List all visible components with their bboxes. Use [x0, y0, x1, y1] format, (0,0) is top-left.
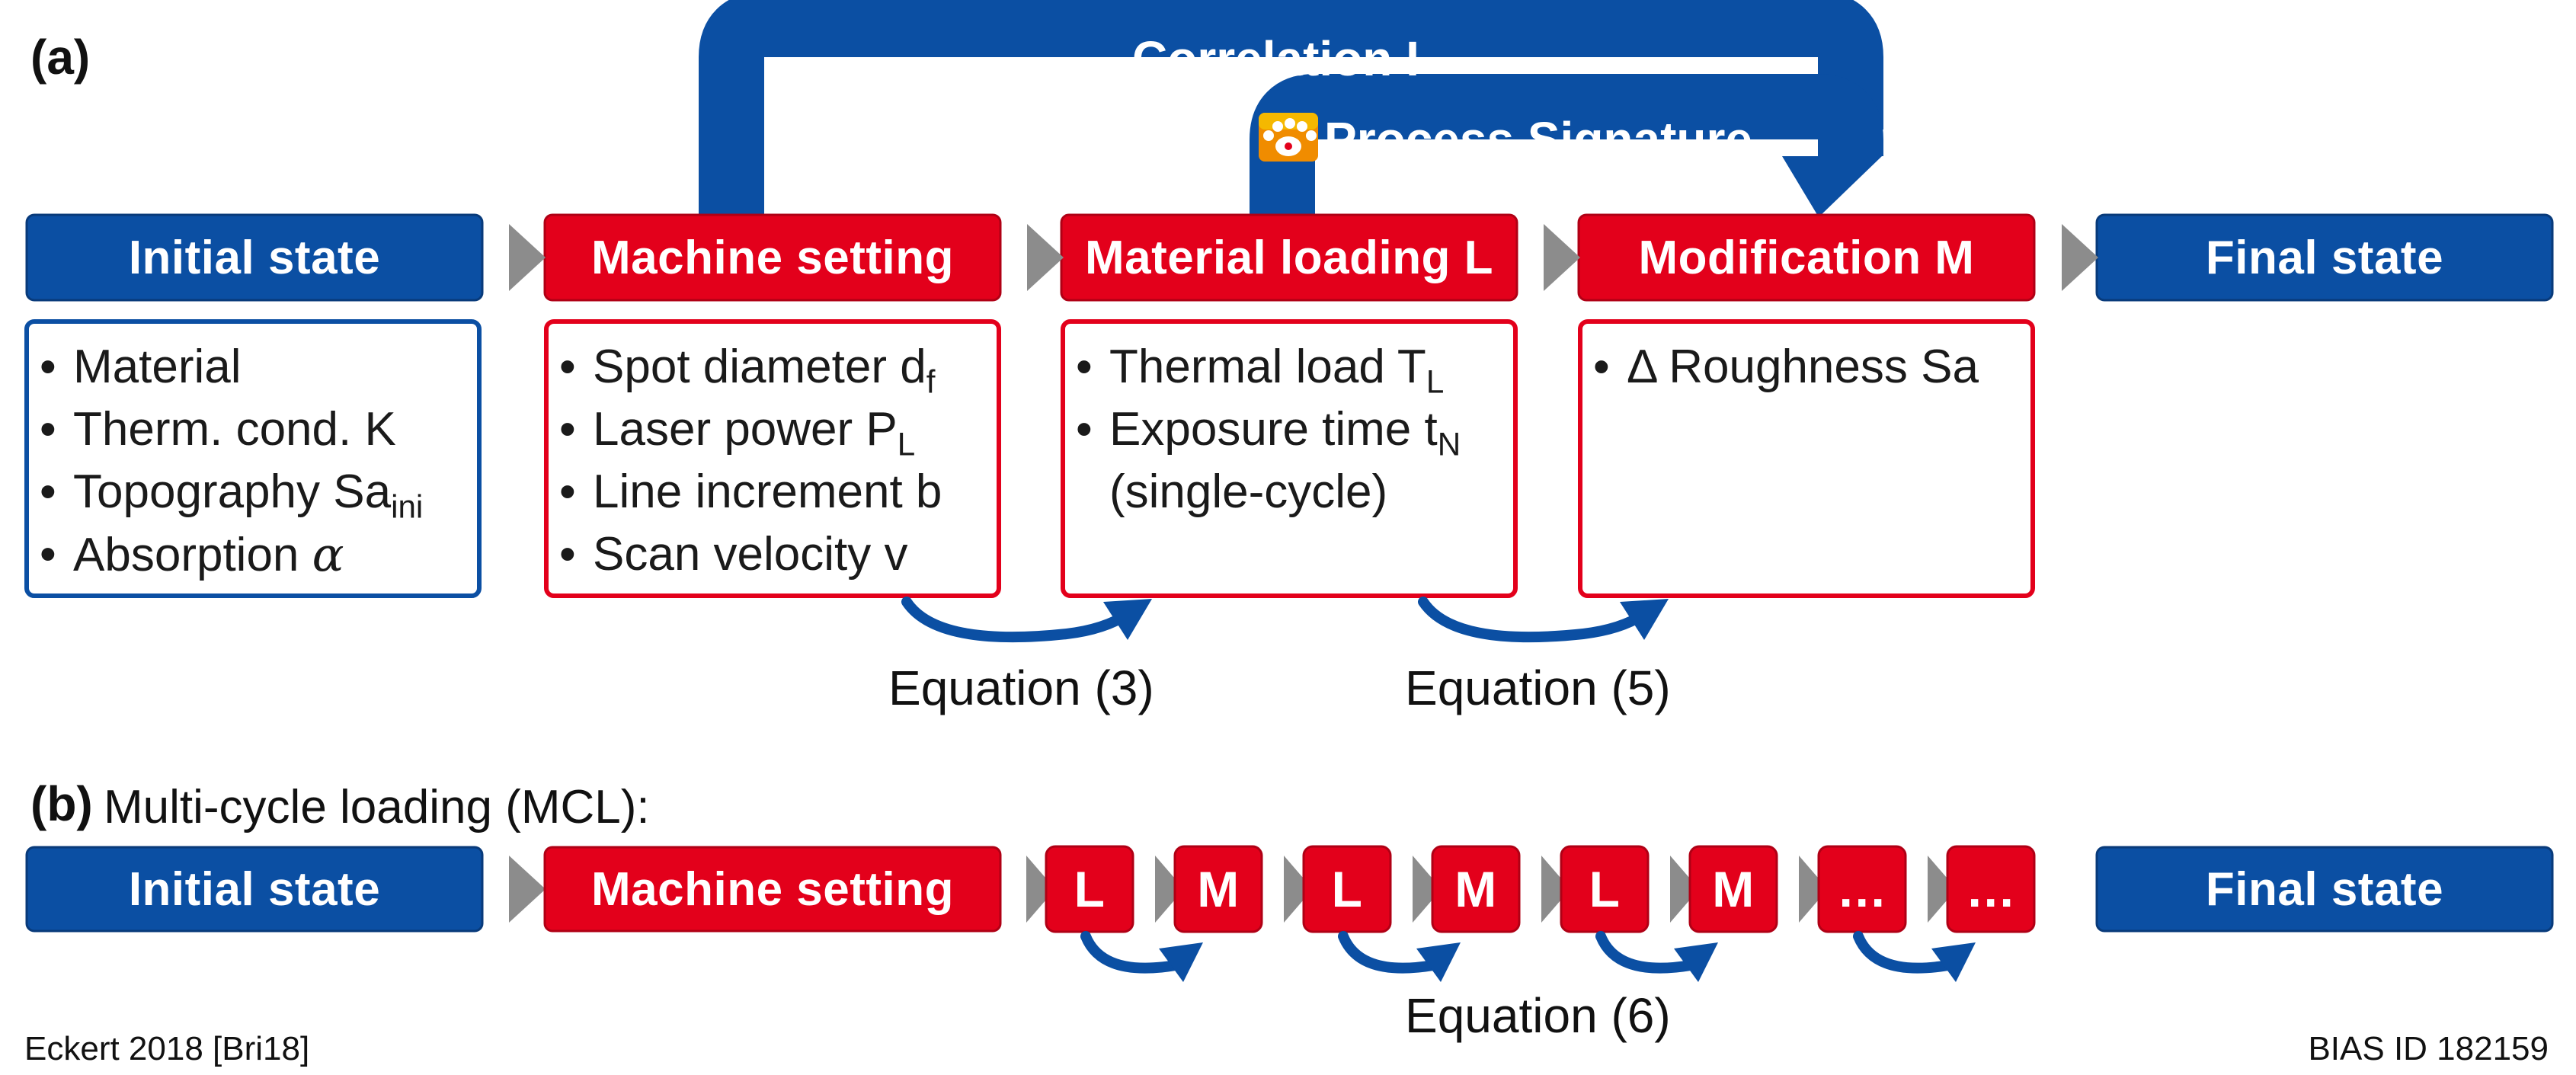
mcl-final-state-box	[2095, 846, 2554, 933]
flow-triangle	[1928, 856, 1957, 923]
flow-triangle	[509, 856, 546, 923]
stage-machine-setting-label: Machine setting	[590, 231, 954, 284]
list-item: Thermal load TL	[1070, 336, 1461, 398]
cycle-arrowhead	[1159, 942, 1203, 982]
list-item: Material	[34, 336, 423, 398]
list-item: Line increment b	[553, 461, 942, 523]
mcl-cycle-label: L	[1074, 861, 1106, 917]
panel-b-title: Multi-cycle loading (MCL):	[104, 781, 650, 833]
flow-triangle	[1544, 224, 1580, 291]
stage-initial-state-box	[25, 213, 484, 302]
equation-6-label: Equation (6)	[1405, 988, 1671, 1043]
machine-details-list: Spot diameter df Laser power PL Line inc…	[553, 336, 942, 586]
flow-triangle	[1284, 856, 1313, 923]
equation-3-label: Equation (3)	[888, 661, 1154, 715]
correlation-arrowhead	[1782, 156, 1882, 217]
panel-b-label: (b)	[30, 776, 93, 831]
stage-modification-label: Modification M	[1638, 231, 1975, 284]
bias-id: BIAS ID 182159	[2308, 1030, 2549, 1067]
flow-triangle	[509, 224, 546, 291]
flow-triangle	[1670, 856, 1699, 923]
loading-details-list: Thermal load TL Exposure time tN (single…	[1070, 336, 1461, 523]
mcl-final-state-label: Final state	[2205, 862, 2444, 916]
cycle-arrow	[1338, 931, 1438, 974]
list-item: Topography Saini	[34, 461, 423, 523]
mcl-cycle-label: M	[1197, 861, 1240, 917]
list-item: Laser power PL	[553, 398, 942, 461]
flow-triangle	[1155, 856, 1184, 923]
stage-material-loading-label: Material loading L	[1084, 231, 1494, 284]
equation-3-arrow	[901, 597, 1133, 643]
mcl-machine-setting-box	[543, 846, 1002, 933]
cycle-arrowhead	[1674, 942, 1718, 982]
cycle-arrow	[1853, 931, 1954, 974]
alpha-symbol: α	[312, 526, 344, 582]
panel-a-label: (a)	[30, 30, 91, 85]
flow-triangle	[1799, 856, 1828, 923]
flow-triangle	[2062, 224, 2098, 291]
mcl-cycle-layer	[1026, 845, 2036, 982]
initial-details-list: Material Therm. cond. K Topography Saini…	[34, 336, 423, 586]
equation-5-arrow	[1418, 597, 1650, 643]
flow-triangle	[1027, 224, 1064, 291]
mcl-cycle-box	[1045, 845, 1134, 933]
flow-triangle	[1026, 856, 1055, 923]
cycle-arrowhead	[1931, 942, 1976, 982]
process-signature-label: Process Signature	[1324, 112, 1752, 167]
mcl-initial-state-box	[25, 846, 484, 933]
list-item: Absorption α	[34, 523, 423, 586]
list-item: Therm. cond. K	[34, 398, 423, 461]
equation-5-arrowhead	[1620, 599, 1669, 640]
stage-initial-state-label: Initial state	[128, 231, 381, 284]
list-item: Spot diameter df	[553, 336, 942, 398]
flow-triangle	[1541, 856, 1570, 923]
correlation-bracket	[699, 0, 1883, 217]
mcl-machine-setting-label: Machine setting	[590, 862, 954, 916]
mcl-cycle-label: L	[1331, 861, 1363, 917]
mcl-cycle-label: M	[1712, 861, 1755, 917]
source-citation: Eckert 2018 [Bri18]	[24, 1030, 310, 1067]
correlation-label: Correlation I	[1132, 31, 1419, 86]
mcl-cycle-box	[1431, 845, 1521, 933]
equation-3-arrowhead	[1103, 599, 1152, 640]
mcl-cycle-box	[1173, 845, 1263, 933]
cycle-arrowhead	[1416, 942, 1461, 982]
mcl-cycle-label: M	[1454, 861, 1497, 917]
flow-triangle	[1413, 856, 1442, 923]
mcl-cycle-box	[1560, 845, 1650, 933]
paw-logo-icon	[1259, 113, 1318, 162]
cycle-arrow	[1595, 931, 1696, 974]
list-item: Scan velocity v	[553, 523, 942, 586]
list-item: Exposure time tN	[1070, 398, 1461, 461]
mcl-cycle-label: L	[1589, 861, 1621, 917]
mcl-initial-state-label: Initial state	[128, 862, 381, 916]
modification-details-list: Δ Roughness Sa	[1587, 336, 1979, 398]
mcl-cycle-box	[1688, 845, 1778, 933]
stage-final-state-label: Final state	[2205, 231, 2444, 284]
mcl-cycle-box	[1302, 845, 1392, 933]
list-item: (single-cycle)	[1109, 466, 1388, 518]
cycle-arrow	[1080, 931, 1181, 974]
mcl-cycle-label: …	[1965, 861, 2017, 917]
mcl-cycle-box	[1946, 845, 2036, 933]
mcl-cycle-label: …	[1836, 861, 1888, 917]
mcl-cycle-box	[1817, 845, 1907, 933]
list-item: Δ Roughness Sa	[1587, 336, 1979, 398]
equation-5-label: Equation (5)	[1405, 661, 1671, 715]
